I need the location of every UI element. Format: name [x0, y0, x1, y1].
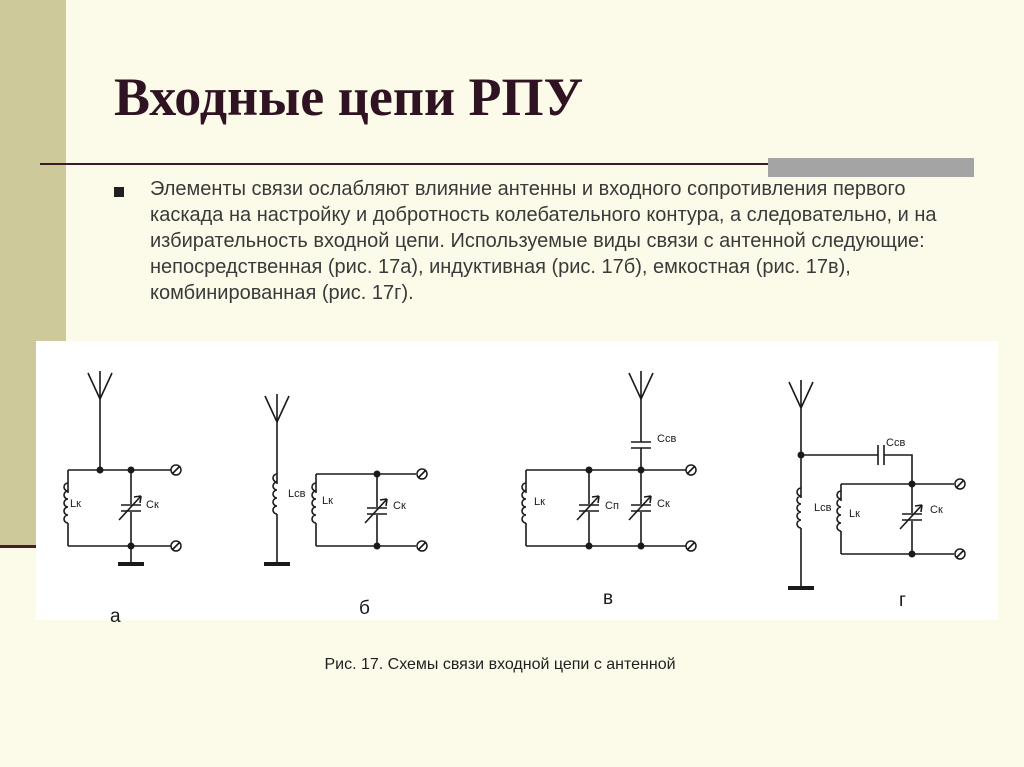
subfigure-label-a: а [110, 606, 121, 627]
svg-text:Lсв: Lсв [814, 502, 832, 514]
svg-text:Lк: Lк [322, 495, 333, 507]
circuit-diagrams: Lк Ск Lсв Lк Ск [63, 370, 966, 590]
figure-caption: Рис. 17. Схемы связи входной цепи с анте… [324, 656, 676, 673]
title-rule [40, 163, 974, 165]
svg-text:Ссв: Ссв [886, 437, 905, 449]
svg-text:Ск: Ск [393, 500, 406, 512]
svg-text:Lк: Lк [849, 508, 860, 520]
svg-text:Lк: Lк [534, 496, 545, 508]
svg-text:Ск: Ск [146, 499, 159, 511]
circuit-v: Ссв Lк Сп Ск [521, 370, 697, 552]
subfigure-label-v: в [603, 588, 614, 609]
bullet-text: Элементы связи ослабляют влияние антенны… [150, 178, 937, 304]
subfigure-label-b: б [359, 598, 370, 619]
circuit-g: Ссв Lсв Lк Ск [788, 379, 966, 590]
svg-text:Lк: Lк [70, 498, 81, 510]
circuit-b: Lсв Lк Ск [264, 393, 428, 566]
subfigure-label-g: г [899, 590, 906, 611]
slide-title: Входные цепи РПУ [114, 67, 584, 127]
bullet-square-icon [114, 187, 124, 197]
circuit-a: Lк Ск [63, 370, 182, 566]
svg-text:Ск: Ск [657, 498, 670, 510]
svg-text:Lсв: Lсв [288, 488, 306, 500]
svg-text:Ск: Ск [930, 504, 943, 516]
circuit-figure: Lк Ск Lсв Lк Ск [36, 341, 998, 620]
svg-text:Ссв: Ссв [657, 433, 676, 445]
svg-text:Сп: Сп [605, 500, 619, 512]
title-rule-accent [768, 158, 974, 177]
left-decor-line [0, 545, 66, 548]
